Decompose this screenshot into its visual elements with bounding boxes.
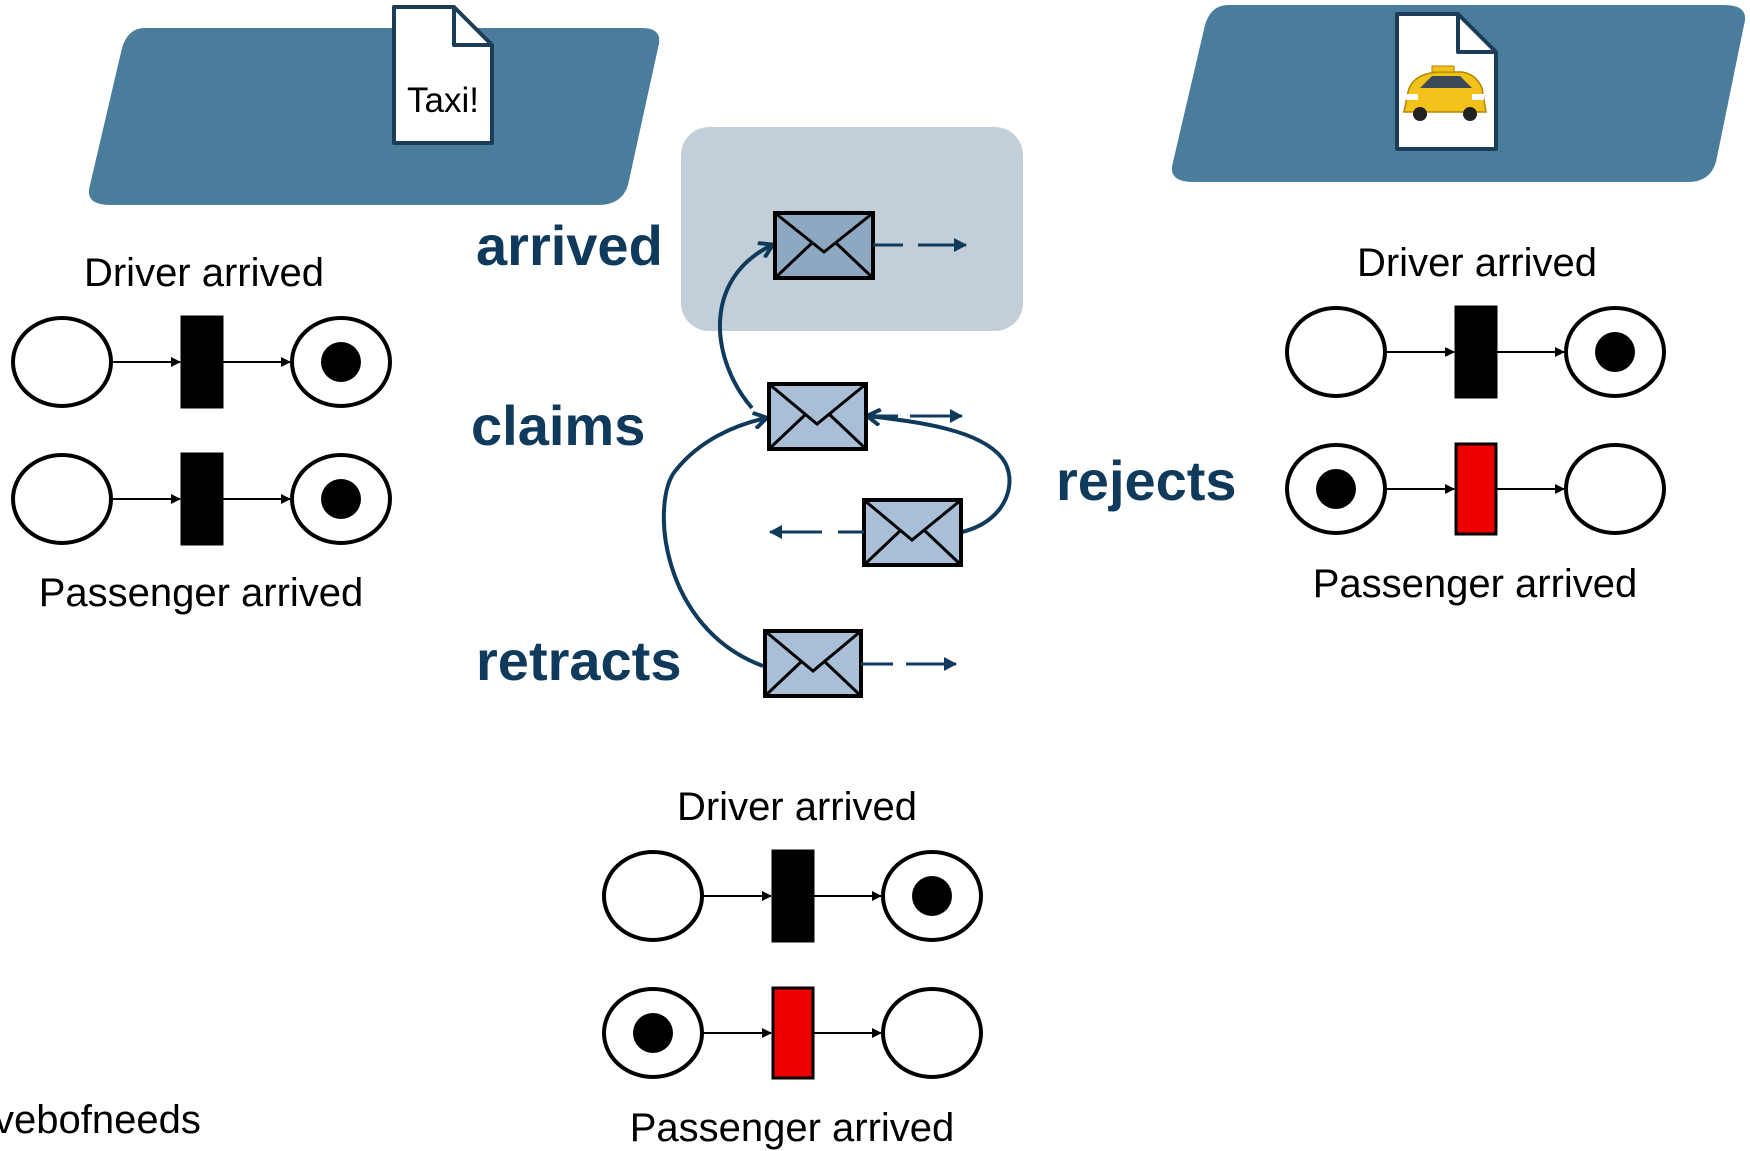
place-start xyxy=(11,453,113,545)
net-label-driver-arrived: Driver arrived xyxy=(84,251,324,295)
net-label-driver-arrived: Driver arrived xyxy=(677,785,917,829)
footer-text: vebofneeds xyxy=(0,1098,201,1142)
envelope-icon xyxy=(763,629,863,698)
left-panel: Taxi! xyxy=(88,5,660,205)
arc-retracts-to-claims xyxy=(661,418,766,668)
place-start xyxy=(1285,306,1387,398)
arc-rejects-to-claims xyxy=(868,416,1012,534)
left-document-label: Taxi! xyxy=(407,81,479,120)
envelope-claims xyxy=(767,382,963,451)
petri-net-bottom: Driver arrived Passenger arrived xyxy=(602,785,983,1150)
envelope-icon xyxy=(767,382,868,451)
envelope-retracts xyxy=(763,629,957,698)
net-label-driver-arrived: Driver arrived xyxy=(1357,241,1597,285)
net-label-passenger-arrived: Passenger arrived xyxy=(39,571,364,615)
left-document-icon: Taxi! xyxy=(392,5,494,145)
token xyxy=(912,876,952,916)
transition xyxy=(771,849,815,943)
transition xyxy=(180,315,224,409)
petri-net-row xyxy=(11,452,392,546)
place-start xyxy=(602,850,704,942)
petri-net-row xyxy=(1285,305,1666,399)
place-end xyxy=(1564,443,1666,535)
right-document-icon xyxy=(1395,12,1498,151)
petri-net-row xyxy=(602,849,983,943)
petri-net-left: Driver arrived Passenger arrived xyxy=(11,251,392,615)
petri-net-row xyxy=(1285,442,1666,536)
transition-blocked xyxy=(771,986,815,1080)
transition xyxy=(180,452,224,546)
right-panel xyxy=(1171,5,1746,182)
keyword-retracts: retracts xyxy=(476,629,681,692)
token xyxy=(321,479,361,519)
petri-net-row xyxy=(11,315,392,409)
net-label-passenger-arrived: Passenger arrived xyxy=(1313,562,1638,606)
petri-net-right: Driver arrived Passenger arrived xyxy=(1285,241,1666,606)
envelope-icon xyxy=(773,211,875,280)
keyword-arrived: arrived xyxy=(476,214,663,277)
transition xyxy=(1454,305,1498,399)
arc-claims-to-arrived xyxy=(717,245,772,410)
taxi-car-icon xyxy=(1403,65,1487,121)
petri-net-row xyxy=(602,986,983,1080)
token xyxy=(1595,332,1635,372)
keyword-claims: claims xyxy=(471,394,645,457)
place-end xyxy=(881,987,983,1079)
net-label-passenger-arrived: Passenger arrived xyxy=(630,1106,955,1150)
envelope-arrived xyxy=(773,211,967,280)
keyword-rejects: rejects xyxy=(1056,449,1237,512)
envelope-rejects xyxy=(769,498,963,567)
place-start xyxy=(11,316,113,408)
envelope-icon xyxy=(862,498,963,567)
token xyxy=(1316,469,1356,509)
token xyxy=(321,342,361,382)
left-panel-shape xyxy=(88,28,660,205)
transition-blocked xyxy=(1454,442,1498,536)
token xyxy=(633,1013,673,1053)
